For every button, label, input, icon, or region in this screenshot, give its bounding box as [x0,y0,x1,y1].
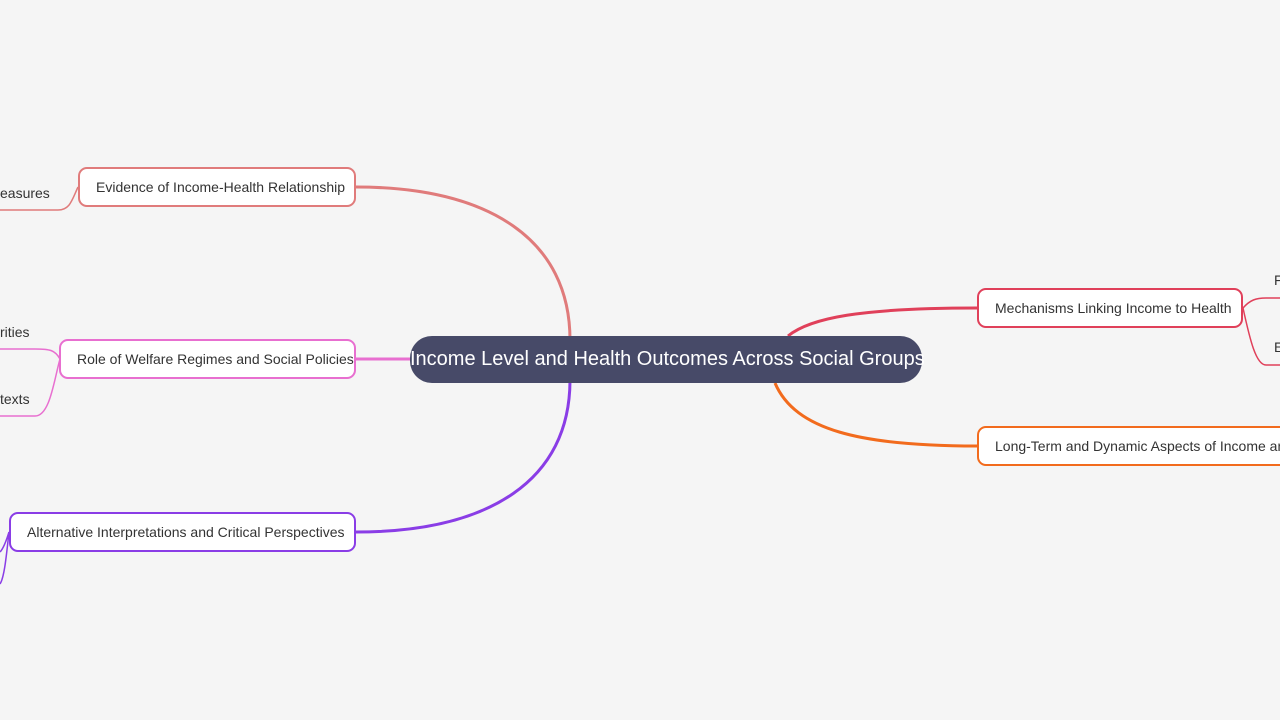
connector-welfare-leaf-1 [0,348,61,360]
leaf-evidence-1[interactable]: easures [0,185,50,201]
connector-root-longterm [773,382,978,448]
leaf-mechanisms-1[interactable]: F [1274,272,1280,288]
topic-longterm-node[interactable]: Long-Term and Dynamic Aspects of Income … [977,426,1280,466]
leaf-welfare-1[interactable]: rities [0,324,30,340]
connector-root-alternative [355,379,572,534]
connector-mechanisms-leaf-1 [1242,297,1280,309]
topic-mechanisms-node[interactable]: Mechanisms Linking Income to Health [977,288,1243,328]
topic-welfare-node[interactable]: Role of Welfare Regimes and Social Polic… [59,339,356,379]
connector-root-evidence [355,185,572,341]
leaf-welfare-2[interactable]: texts [0,391,30,407]
connector-evidence-leaf [0,186,79,211]
connector-welfare-leaf-2 [0,358,61,417]
topic-evidence-node[interactable]: Evidence of Income-Health Relationship [78,167,356,207]
connector-mechanisms-leaf-2 [1242,307,1280,366]
connector-root-mechanisms [787,306,978,338]
leaf-mechanisms-2[interactable]: E [1274,339,1280,355]
connector-alternative-leaf-2 [0,531,10,585]
root-topic-node[interactable]: Income Level and Health Outcomes Across … [410,336,925,383]
topic-alternative-node[interactable]: Alternative Interpretations and Critical… [9,512,356,552]
